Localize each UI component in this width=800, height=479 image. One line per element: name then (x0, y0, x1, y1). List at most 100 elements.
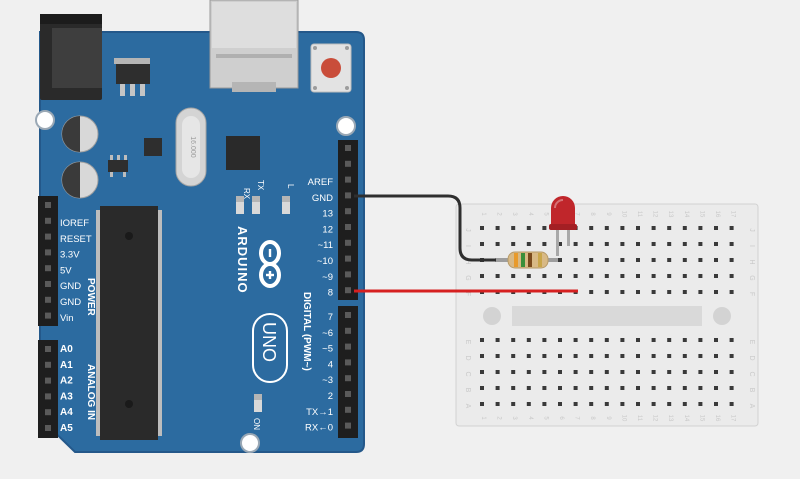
breadboard-hole[interactable] (558, 258, 562, 262)
breadboard-hole[interactable] (589, 370, 594, 374)
breadboard-hole[interactable] (682, 354, 687, 358)
analog-pin-socket[interactable] (45, 409, 51, 416)
digital-pin-socket[interactable] (345, 406, 351, 413)
breadboard-hole[interactable] (651, 386, 656, 390)
breadboard-hole[interactable] (620, 258, 625, 262)
breadboard-hole[interactable] (729, 290, 734, 294)
breadboard-hole[interactable] (573, 402, 578, 406)
breadboard-hole[interactable] (558, 338, 562, 342)
breadboard-hole[interactable] (729, 370, 734, 374)
digital-pin-socket[interactable] (345, 176, 351, 183)
breadboard-hole[interactable] (667, 242, 672, 246)
breadboard-hole[interactable] (620, 290, 625, 294)
breadboard-hole[interactable] (480, 274, 484, 278)
breadboard-hole[interactable] (620, 402, 625, 406)
breadboard-hole[interactable] (667, 402, 672, 406)
breadboard-hole[interactable] (495, 386, 500, 390)
red-led[interactable] (549, 196, 577, 256)
wire-gnd[interactable] (354, 194, 498, 262)
digital-pin-socket[interactable] (345, 343, 351, 350)
breadboard-hole[interactable] (682, 370, 687, 374)
breadboard-hole[interactable] (480, 338, 484, 342)
breadboard-hole[interactable] (495, 338, 500, 342)
breadboard-hole[interactable] (604, 242, 609, 246)
breadboard-hole[interactable] (729, 402, 734, 406)
breadboard-hole[interactable] (682, 226, 687, 230)
breadboard-hole[interactable] (651, 258, 656, 262)
breadboard-hole[interactable] (698, 258, 703, 262)
breadboard-hole[interactable] (682, 242, 687, 246)
breadboard-hole[interactable] (682, 258, 687, 262)
breadboard-hole[interactable] (511, 274, 516, 278)
breadboard-hole[interactable] (620, 354, 625, 358)
breadboard-hole[interactable] (526, 242, 531, 246)
breadboard-hole[interactable] (714, 338, 718, 342)
breadboard-hole[interactable] (636, 370, 640, 374)
breadboard-hole[interactable] (636, 402, 640, 406)
analog-pin-socket[interactable] (45, 377, 51, 384)
breadboard-hole[interactable] (651, 338, 656, 342)
breadboard-hole[interactable] (651, 402, 656, 406)
breadboard-hole[interactable] (682, 338, 687, 342)
breadboard-hole[interactable] (604, 258, 609, 262)
breadboard-hole[interactable] (714, 370, 718, 374)
digital-pin-socket[interactable] (345, 375, 351, 382)
breadboard-hole[interactable] (729, 242, 734, 246)
breadboard-hole[interactable] (589, 386, 594, 390)
breadboard-hole[interactable] (511, 386, 516, 390)
analog-pin-socket[interactable] (45, 346, 51, 352)
breadboard-hole[interactable] (682, 290, 687, 294)
breadboard-hole[interactable] (620, 386, 625, 390)
breadboard-hole[interactable] (542, 338, 547, 342)
digital-pin-socket[interactable] (345, 208, 351, 215)
breadboard-hole[interactable] (698, 386, 703, 390)
breadboard-hole[interactable] (480, 226, 484, 230)
breadboard-hole[interactable] (636, 290, 640, 294)
breadboard-hole[interactable] (729, 226, 734, 230)
breadboard-hole[interactable] (729, 354, 734, 358)
breadboard-hole[interactable] (698, 242, 703, 246)
breadboard-hole[interactable] (558, 242, 562, 246)
breadboard-hole[interactable] (495, 226, 500, 230)
digital-pin-socket[interactable] (345, 271, 351, 278)
power-pin-socket[interactable] (45, 249, 51, 256)
breadboard-hole[interactable] (526, 226, 531, 230)
breadboard-hole[interactable] (542, 370, 547, 374)
breadboard-hole[interactable] (636, 258, 640, 262)
breadboard-hole[interactable] (558, 386, 562, 390)
breadboard-hole[interactable] (620, 274, 625, 278)
digital-pin-socket[interactable] (345, 145, 351, 151)
breadboard-hole[interactable] (589, 242, 594, 246)
breadboard-hole[interactable] (526, 274, 531, 278)
breadboard-hole[interactable] (714, 242, 718, 246)
breadboard-hole[interactable] (604, 386, 609, 390)
breadboard-hole[interactable] (526, 338, 531, 342)
breadboard-hole[interactable] (604, 354, 609, 358)
breadboard-hole[interactable] (558, 274, 562, 278)
power-pin-socket[interactable] (45, 281, 51, 287)
breadboard-hole[interactable] (620, 370, 625, 374)
breadboard-hole[interactable] (714, 402, 718, 406)
breadboard-hole[interactable] (604, 290, 609, 294)
breadboard-hole[interactable] (714, 226, 718, 230)
breadboard-hole[interactable] (480, 242, 484, 246)
digital-pin-socket[interactable] (345, 192, 351, 199)
breadboard-hole[interactable] (542, 226, 547, 230)
breadboard-hole[interactable] (511, 354, 516, 358)
breadboard-hole[interactable] (558, 370, 562, 374)
power-pin-socket[interactable] (45, 296, 51, 303)
breadboard-hole[interactable] (511, 370, 516, 374)
power-pin-socket[interactable] (45, 233, 51, 240)
power-pin-socket[interactable] (45, 265, 51, 272)
power-pin-socket[interactable] (45, 202, 51, 208)
breadboard-hole[interactable] (636, 242, 640, 246)
breadboard-hole[interactable] (698, 338, 703, 342)
breadboard-hole[interactable] (667, 386, 672, 390)
analog-pin-socket[interactable] (45, 361, 51, 368)
breadboard-hole[interactable] (589, 338, 594, 342)
breadboard-hole[interactable] (667, 370, 672, 374)
digital-pin-socket[interactable] (345, 312, 351, 318)
analog-pin-socket[interactable] (45, 393, 51, 400)
breadboard-hole[interactable] (698, 370, 703, 374)
